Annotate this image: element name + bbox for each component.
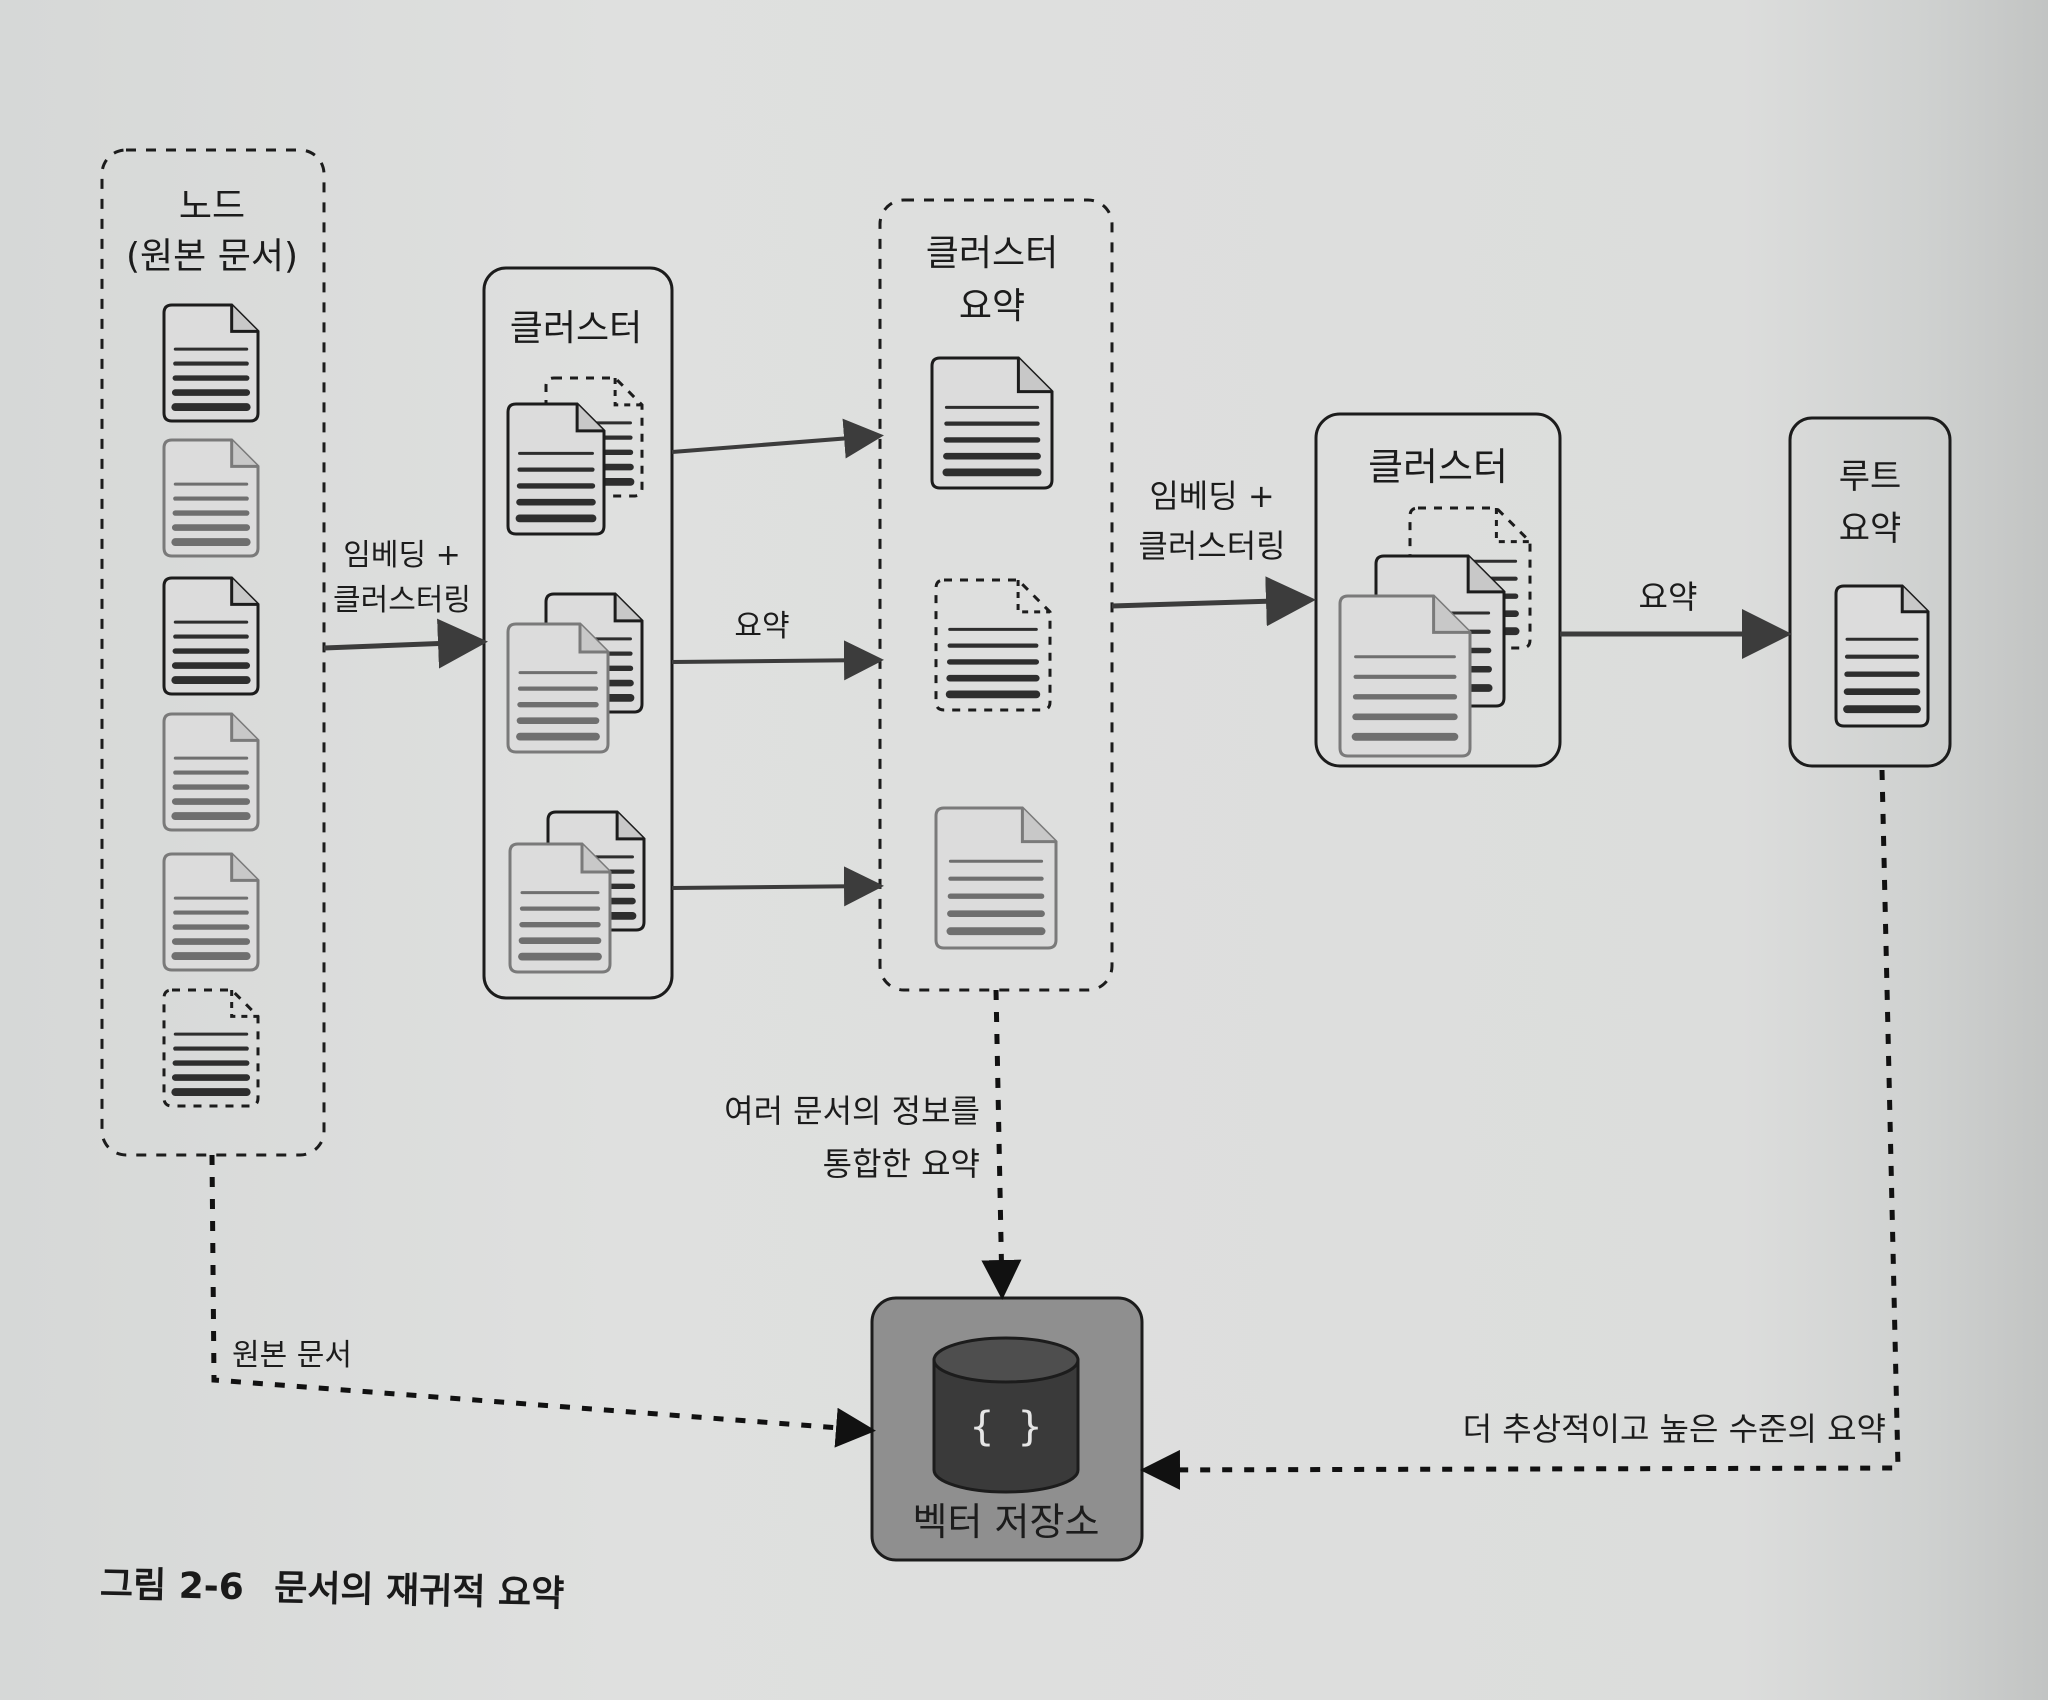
database-icon: { } [932,1336,1080,1494]
leaf-document [162,438,260,558]
cluster-doc-front [1338,594,1472,758]
label-summarize-2: 요약 [1639,578,1698,616]
label-embed-cluster-2-line2: 클러스터링 [1138,527,1285,565]
summary-document [934,806,1058,950]
cluster-2-group: 클러스터 [1314,412,1562,768]
label-embed-cluster-1-line1: 임베딩 + [343,538,460,573]
label-summarize-1: 요약 [734,609,789,644]
arrow-summarize-top [671,418,884,459]
summary-document [934,578,1052,712]
cluster-1-title: 클러스터 [510,308,642,349]
curly-braces-icon: { } [970,1404,1042,1450]
cluster-1-document-groups [506,376,646,974]
cluster-summary-subtitle: 요약 [959,286,1025,327]
cluster-doc-front [508,842,612,974]
label-multi-doc-line2: 통합한 요약 [823,1145,980,1183]
label-original-docs: 원본 문서 [232,1338,352,1373]
cluster-2-title: 클러스터 [1368,445,1508,489]
arrow-embed-cluster-2 [1111,576,1316,627]
leaf-document [162,988,260,1108]
leaf-document [162,852,260,972]
root-summary-container [1788,416,1952,768]
figure-number: 그림 2-6 [99,1564,245,1609]
arrow-embed-cluster-1 [323,618,488,669]
leaf-nodes-subtitle: (원본 문서) [126,236,298,277]
leaf-nodes-container [100,148,326,1157]
cluster-2-document-stack [1338,506,1532,758]
edges: 임베딩 + 클러스터링 요약 임베딩 + 클러스터링 요약 여러 문서의 정보를… [209,418,1901,1490]
arrow-summarize-middle [671,640,884,681]
leaf-document-list [162,303,260,1108]
leaf-document [162,712,260,832]
root-summary-title: 루트 [1839,457,1902,497]
vector-store-label: 벡터 저장소 [913,1500,1100,1544]
cluster-2-container [1314,412,1562,768]
figure-title: 문서의 재귀적 요약 [273,1567,565,1615]
leaf-document [162,303,260,423]
cluster-doc-front [506,622,610,754]
arrow-summarize-bottom [671,866,884,907]
label-multi-doc-line1: 여러 문서의 정보를 [724,1092,980,1130]
root-summary-document [1834,584,1930,728]
label-embed-cluster-1-line2: 클러스터링 [333,583,471,618]
figure-caption: 그림 2-6 문서의 재귀적 요약 [100,1555,565,1617]
label-embed-cluster-2-line1: 임베딩 + [1149,477,1274,515]
root-summary-subtitle: 요약 [1839,509,1902,549]
cluster-1-group: 클러스터 [482,266,674,1000]
cluster-summary-title: 클러스터 [926,233,1058,274]
arrow-cluster-summary-to-store [981,989,1022,1300]
vector-store-group: { } 벡터 저장소 [870,1296,1144,1562]
arrow-root-to-store [1140,769,1901,1490]
cluster-summary-group: 클러스터 요약 [878,198,1114,992]
summary-document [930,356,1054,490]
cluster-summary-document-list [930,356,1058,950]
leaf-nodes-title: 노드 [179,186,245,227]
cluster-doc-front [506,402,606,536]
arrow-original-to-store [209,1154,876,1448]
label-abstract-summary: 더 추상적이고 높은 수준의 요약 [1463,1410,1886,1448]
leaf-nodes-group: 노드 (원본 문서) [100,148,326,1157]
leaf-document [162,576,260,696]
root-summary-group: 루트 요약 [1788,416,1952,768]
root-document [1834,584,1930,728]
